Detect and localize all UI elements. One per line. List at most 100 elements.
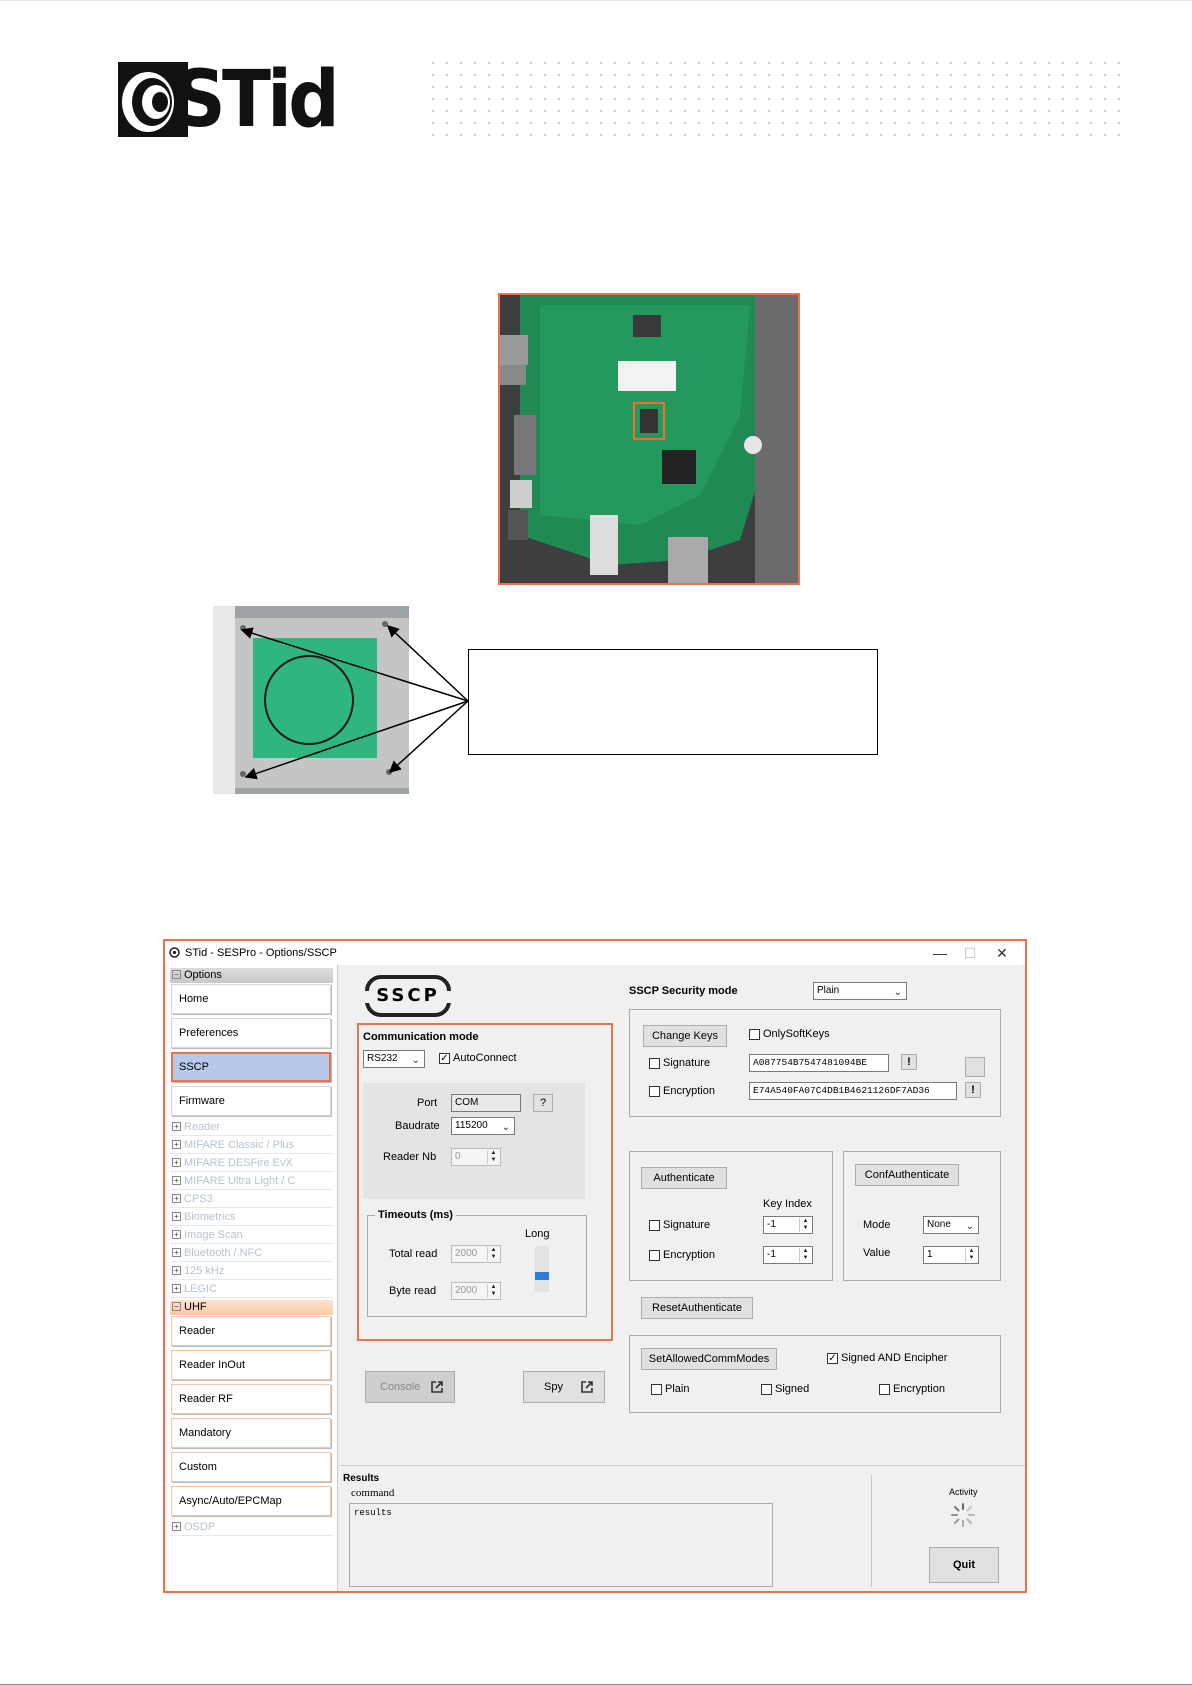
expand-icon: + — [172, 1140, 181, 1149]
total-read-label: Total read — [389, 1248, 438, 1260]
key-index-label: Key Index — [763, 1198, 812, 1210]
sidebar-item-firmware[interactable]: Firmware — [171, 1086, 331, 1116]
auth-signature-checkbox[interactable] — [649, 1220, 660, 1231]
baudrate-select[interactable]: 115200⌄ — [451, 1117, 515, 1135]
sidebar-item-sscp[interactable]: SSCP — [171, 1052, 331, 1082]
page-top-rule — [0, 0, 1192, 1]
signature-warning-button[interactable]: ! — [901, 1054, 917, 1070]
plain-checkbox[interactable] — [651, 1384, 662, 1395]
set-allowed-comm-modes-button[interactable]: SetAllowedCommModes — [641, 1348, 777, 1370]
sidebar-group-biometrics[interactable]: +Biometrics — [170, 1210, 333, 1226]
external-link-icon — [431, 1381, 443, 1393]
sidebar-item-async-auto-epcmap[interactable]: Async/Auto/EPCMap — [171, 1486, 331, 1516]
timeouts-group — [367, 1215, 587, 1317]
conf-authenticate-button[interactable]: ConfAuthenticate — [855, 1164, 959, 1186]
sidebar-group-bluetooth-nfc[interactable]: +Bluetooth / NFC — [170, 1246, 333, 1262]
sidebar-group-uhf[interactable]: −UHF — [170, 1300, 333, 1315]
spinner-arrows-icon: ▲▼ — [487, 1247, 499, 1261]
security-mode-select[interactable]: Plain⌄ — [813, 982, 907, 1000]
auth-value-label: Value — [863, 1247, 891, 1259]
results-title: Results — [343, 1473, 380, 1484]
app-icon — [169, 947, 180, 958]
sidebar-group-125khz[interactable]: +125 kHz — [170, 1264, 333, 1280]
slider-thumb[interactable] — [535, 1272, 549, 1280]
reader-nb-stepper[interactable]: 0▲▼ — [451, 1148, 501, 1166]
signature-key-input[interactable]: A087754B7547481094BE — [749, 1054, 889, 1072]
timeouts-title: Timeouts (ms) — [375, 1209, 456, 1221]
auth-encryption-index-stepper[interactable]: -1▲▼ — [763, 1246, 813, 1264]
sidebar-group-reader[interactable]: +Reader — [170, 1120, 333, 1136]
signature-key-label: Signature — [663, 1057, 711, 1069]
sidebar-item-reader-rf[interactable]: Reader RF — [171, 1384, 331, 1414]
signed-and-encipher-checkbox[interactable]: ✓ — [827, 1353, 838, 1364]
sidebar-group-osdp[interactable]: +OSDP — [170, 1520, 333, 1536]
auth-mode-label: Mode — [863, 1219, 891, 1231]
auth-mode-select[interactable]: None⌄ — [923, 1216, 979, 1234]
signature-key-checkbox[interactable] — [649, 1058, 660, 1069]
sidebar-item-uhf-reader[interactable]: Reader — [171, 1316, 331, 1346]
encryption-key-input[interactable]: E74A540FA07C4DB1B4621126DF7AD36 — [749, 1082, 957, 1100]
only-soft-keys-label: OnlySoftKeys — [763, 1028, 830, 1040]
sidebar-group-legic[interactable]: +LEGIC — [170, 1282, 333, 1298]
encryption-checkbox[interactable] — [879, 1384, 890, 1395]
encryption-warning-button[interactable]: ! — [965, 1082, 981, 1098]
total-read-stepper[interactable]: 2000▲▼ — [451, 1245, 501, 1263]
sidebar-item-mandatory[interactable]: Mandatory — [171, 1418, 331, 1448]
maximize-button[interactable]: ☐ — [963, 945, 977, 961]
plain-label: Plain — [665, 1383, 690, 1395]
sidebar-group-options[interactable]: −Options — [170, 968, 333, 983]
sidebar: −Options Home Preferences SSCP Firmware … — [167, 965, 338, 1591]
callout-box — [468, 649, 878, 755]
encryption-key-label: Encryption — [663, 1085, 715, 1097]
activity-label: Activity — [949, 1487, 978, 1497]
spinner-arrows-icon: ▲▼ — [799, 1248, 811, 1262]
port-input[interactable]: COM — [451, 1094, 521, 1112]
stid-logo: STid — [118, 56, 358, 144]
sidebar-group-cps3[interactable]: +CPS3 — [170, 1192, 333, 1208]
sidebar-group-mifare-classic[interactable]: +MIFARE Classic / Plus — [170, 1138, 333, 1154]
autoconnect-label: AutoConnect — [453, 1052, 517, 1064]
minimize-button[interactable]: — — [933, 945, 947, 961]
pcb-photo — [498, 293, 800, 585]
signed-checkbox[interactable] — [761, 1384, 772, 1395]
quit-button[interactable]: Quit — [929, 1547, 999, 1583]
signed-label: Signed — [775, 1383, 810, 1395]
console-button[interactable]: Console — [365, 1371, 455, 1403]
window-title: STid - SESPro - Options/SSCP — [185, 947, 337, 959]
sidebar-group-image-scan[interactable]: +Image Scan — [170, 1228, 333, 1244]
auth-encryption-label: Encryption — [663, 1249, 715, 1261]
activity-spinner-icon — [951, 1503, 975, 1527]
auth-value-stepper[interactable]: 1▲▼ — [923, 1246, 979, 1264]
only-soft-keys-checkbox[interactable] — [749, 1029, 760, 1040]
sidebar-item-home[interactable]: Home — [171, 984, 331, 1014]
expand-icon: + — [172, 1212, 181, 1221]
expand-icon: + — [172, 1158, 181, 1167]
close-button[interactable]: ✕ — [996, 945, 1008, 961]
byte-read-stepper[interactable]: 2000▲▼ — [451, 1282, 501, 1300]
authenticate-button[interactable]: Authenticate — [641, 1167, 727, 1189]
sscp-logo-text: SSCP — [376, 985, 440, 1006]
sidebar-item-reader-inout[interactable]: Reader InOut — [171, 1350, 331, 1380]
spinner-arrows-icon: ▲▼ — [799, 1218, 811, 1232]
auth-signature-index-stepper[interactable]: -1▲▼ — [763, 1216, 813, 1234]
auth-signature-label: Signature — [663, 1219, 711, 1231]
sidebar-item-custom[interactable]: Custom — [171, 1452, 331, 1482]
sidebar-item-preferences[interactable]: Preferences — [171, 1018, 331, 1048]
port-help-button[interactable]: ? — [533, 1094, 553, 1112]
comm-mode-highlight — [357, 1023, 613, 1341]
results-textarea[interactable]: results — [349, 1503, 773, 1587]
comm-mode-select[interactable]: RS232⌄ — [363, 1050, 425, 1068]
reset-authenticate-button[interactable]: ResetAuthenticate — [641, 1297, 753, 1319]
spinner-arrows-icon: ▲▼ — [487, 1150, 499, 1164]
autoconnect-checkbox[interactable]: ✓ — [439, 1053, 450, 1064]
change-keys-button[interactable]: Change Keys — [643, 1025, 727, 1047]
sidebar-group-mifare-desfire[interactable]: +MIFARE DESFire EvX — [170, 1156, 333, 1172]
encryption-key-checkbox[interactable] — [649, 1086, 660, 1097]
sidebar-group-mifare-ultralight[interactable]: +MIFARE Ultra Light / C — [170, 1174, 333, 1190]
key-options-button[interactable] — [965, 1057, 985, 1077]
callout-arrows — [240, 624, 469, 780]
timeout-slider[interactable] — [535, 1246, 549, 1292]
spy-button[interactable]: Spy — [523, 1371, 605, 1403]
port-label: Port — [417, 1097, 438, 1109]
auth-encryption-checkbox[interactable] — [649, 1250, 660, 1261]
